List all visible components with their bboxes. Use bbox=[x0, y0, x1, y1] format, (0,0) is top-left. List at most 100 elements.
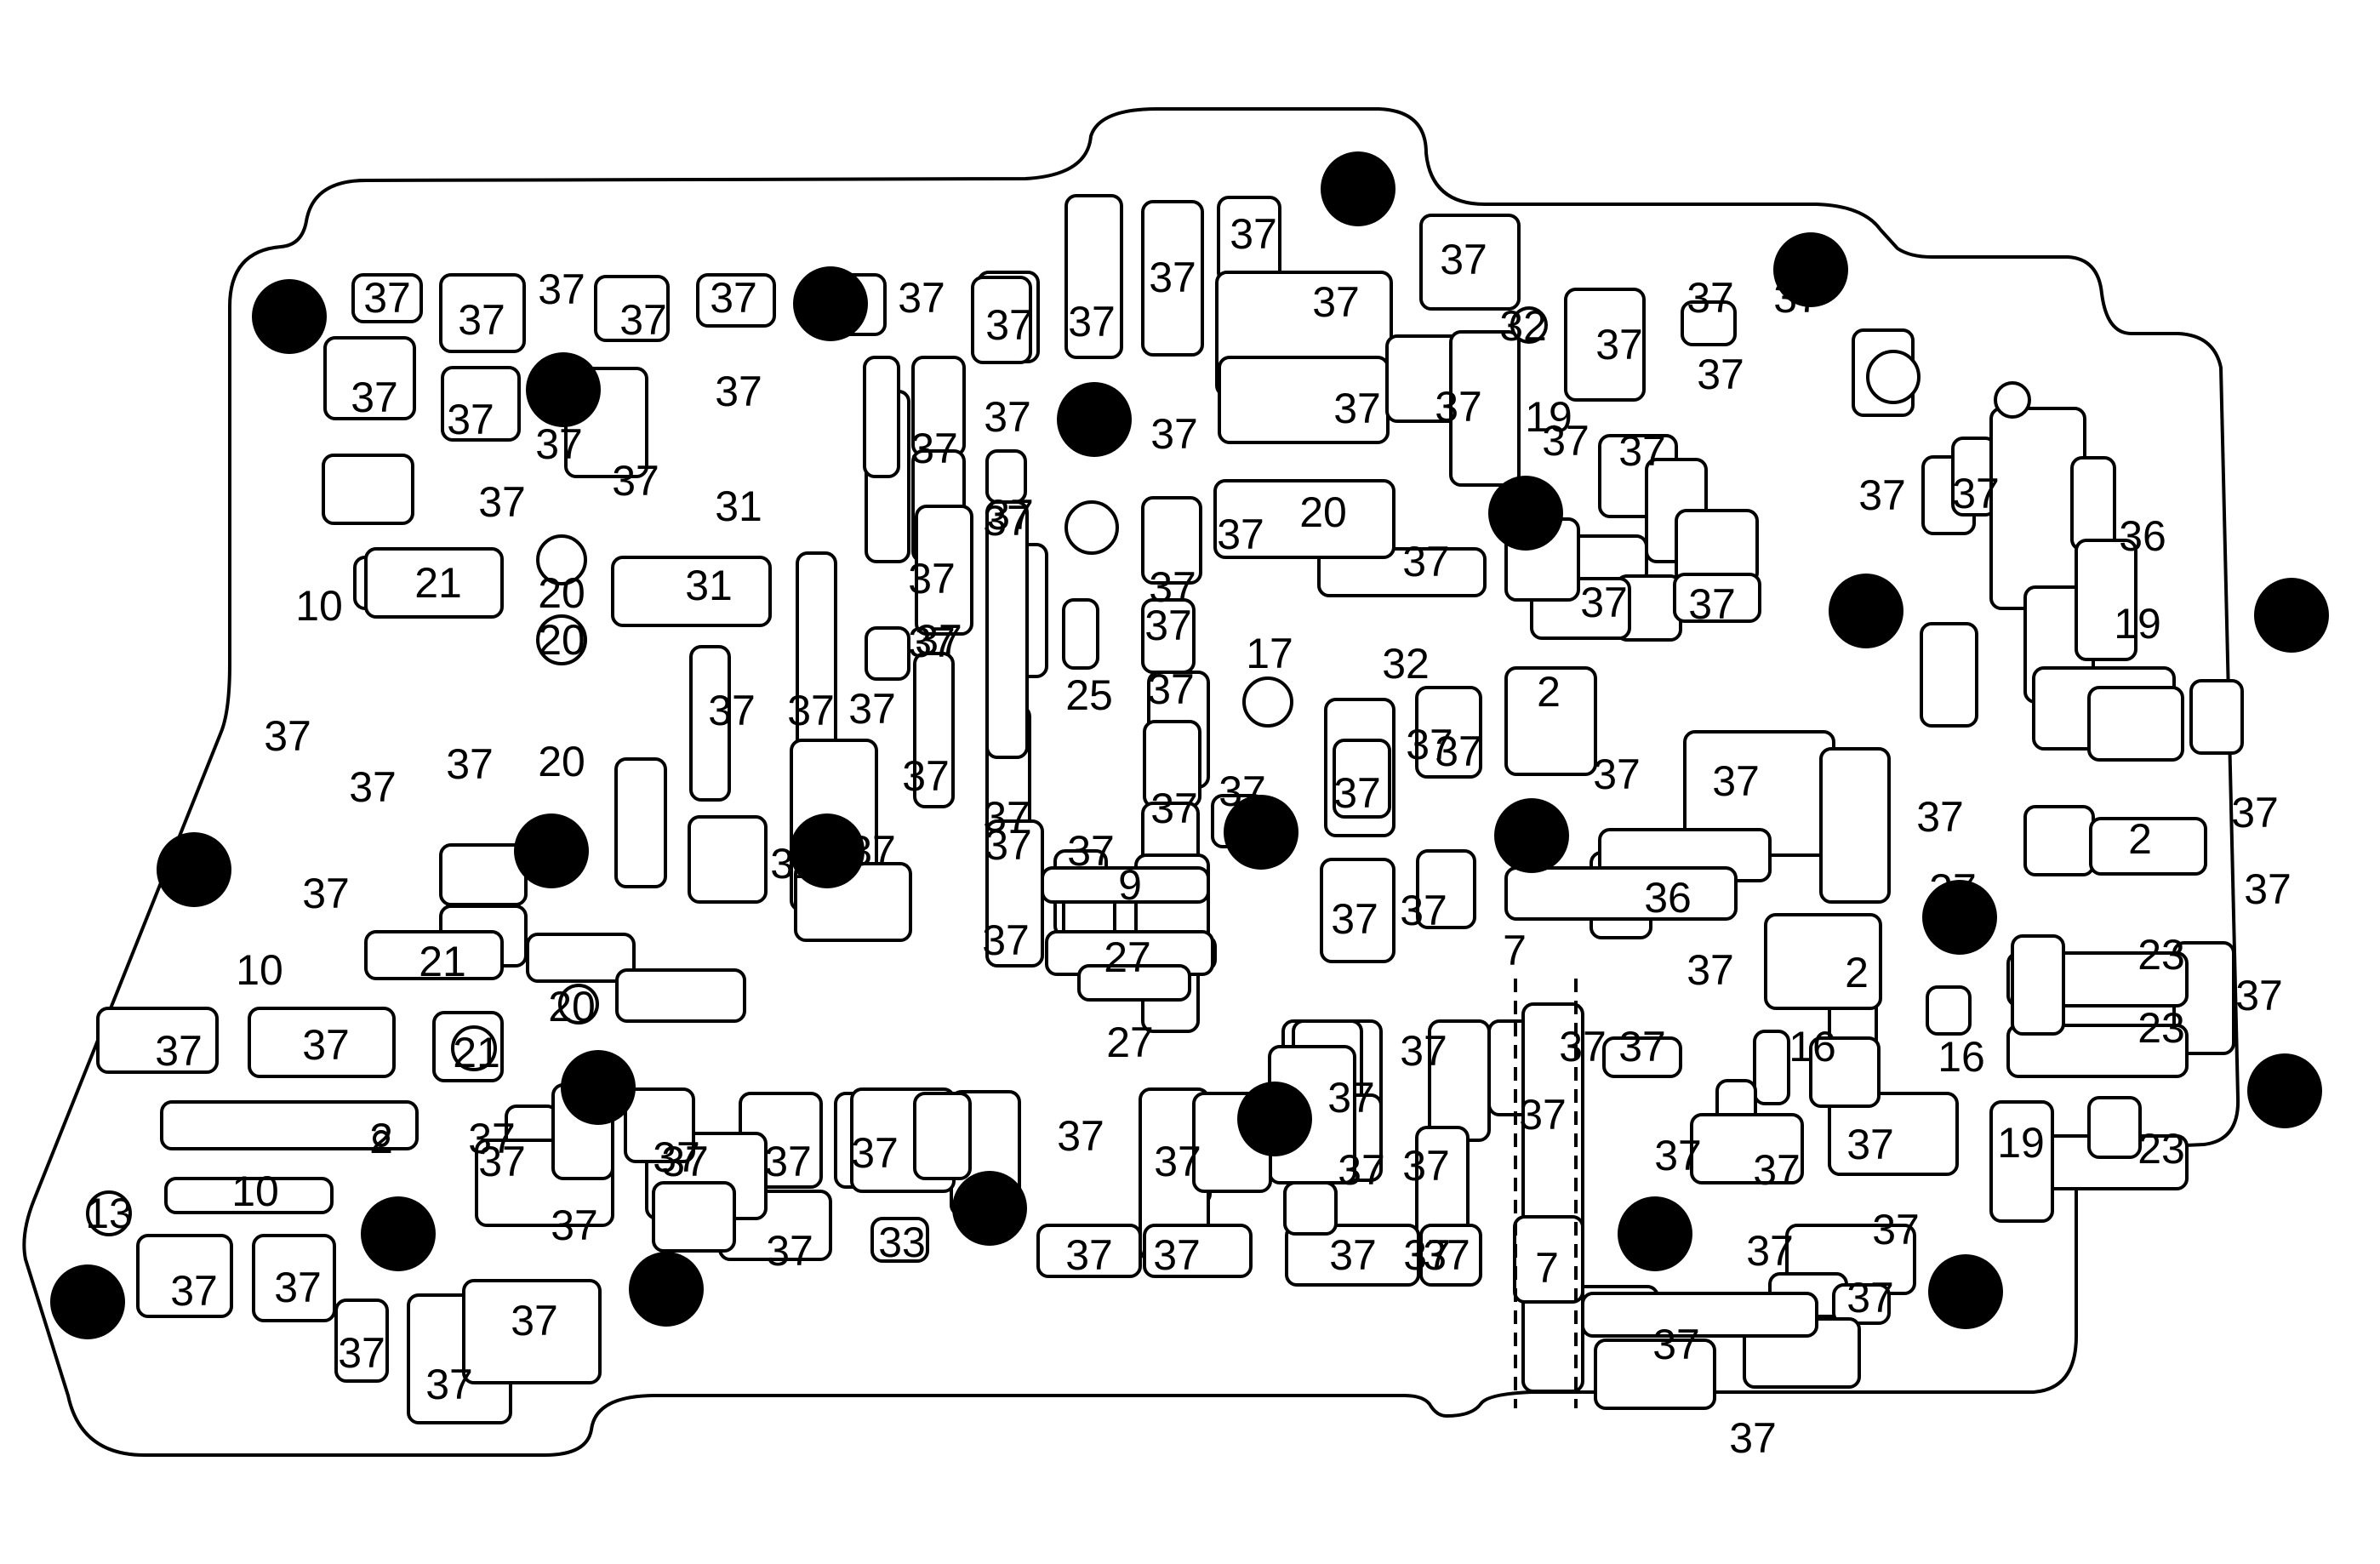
passage-outline bbox=[1064, 194, 1123, 359]
passage-label: 37 bbox=[1435, 728, 1482, 775]
bolt-hole bbox=[252, 279, 327, 354]
passage-label: 37 bbox=[1519, 1091, 1567, 1139]
passage-outline bbox=[870, 1217, 929, 1263]
passage-label: 37 bbox=[710, 274, 757, 322]
passage-label: 37 bbox=[985, 301, 1033, 349]
passage-outline bbox=[252, 1234, 336, 1322]
passage-label: 37 bbox=[1697, 351, 1744, 398]
passage-outline bbox=[614, 757, 667, 888]
passage-outline bbox=[323, 336, 416, 420]
bolt-hole bbox=[526, 352, 601, 427]
passage-label: 37 bbox=[2244, 865, 2292, 913]
passage-label: 37 bbox=[915, 616, 962, 664]
passage-label: 37 bbox=[1753, 1146, 1801, 1194]
passage-label: 37 bbox=[985, 821, 1032, 869]
passage-label: 20 bbox=[548, 983, 596, 1030]
passage-outline bbox=[364, 930, 504, 980]
passage-outline bbox=[624, 1087, 695, 1163]
passage-outline bbox=[1141, 496, 1202, 585]
bolt-hole bbox=[50, 1264, 125, 1339]
passage-label: 37 bbox=[1652, 1321, 1700, 1368]
passage-label: 37 bbox=[661, 1138, 709, 1185]
passage-label: 16 bbox=[1789, 1023, 1836, 1070]
open-hole bbox=[536, 534, 587, 585]
passage-label: 37 bbox=[1872, 1206, 1920, 1253]
passage-label: 23 bbox=[2137, 931, 2185, 979]
passage-label: 37 bbox=[983, 497, 1030, 545]
passage-label: 37 bbox=[468, 1115, 516, 1162]
bolt-hole bbox=[793, 266, 868, 341]
passage-outline bbox=[526, 933, 636, 983]
passage-label: 37 bbox=[351, 374, 398, 421]
passage-label: 32 bbox=[1499, 302, 1547, 350]
bolt-hole bbox=[561, 1050, 636, 1125]
passage-label: 37 bbox=[1150, 410, 1198, 458]
passage-label: 27 bbox=[1106, 1019, 1154, 1066]
passage-label: 37 bbox=[983, 793, 1030, 841]
passage-label: 37 bbox=[908, 555, 956, 602]
passage-label: 21 bbox=[453, 1029, 500, 1076]
passage-outline bbox=[2087, 1096, 2142, 1159]
passage-label: 10 bbox=[236, 946, 283, 994]
passage-outline bbox=[2189, 679, 2244, 755]
passage-outline bbox=[1675, 509, 1759, 585]
passage-outline bbox=[439, 843, 528, 906]
passage-label: 37 bbox=[538, 265, 585, 313]
bolt-hole bbox=[1618, 1196, 1692, 1271]
bolt-hole bbox=[1488, 476, 1563, 551]
passage-outlines bbox=[96, 194, 2244, 1424]
passage-label: 37 bbox=[848, 827, 896, 875]
passage-outline bbox=[863, 356, 900, 478]
passage-label: 2 bbox=[1845, 949, 1869, 996]
open-hole bbox=[536, 614, 587, 665]
passage-label: 37 bbox=[1153, 1231, 1201, 1279]
passage-label: 16 bbox=[1938, 1033, 1985, 1081]
passage-label: 37 bbox=[302, 1021, 350, 1069]
passage-label: 37 bbox=[1593, 751, 1641, 798]
open-hole bbox=[86, 1190, 132, 1236]
passage-label: 37 bbox=[1687, 274, 1734, 322]
passage-outline bbox=[1320, 858, 1395, 963]
passage-outline bbox=[1504, 866, 1738, 921]
passage-outline bbox=[1283, 1181, 1338, 1236]
passage-label: 37 bbox=[1929, 865, 1977, 913]
passage-outline bbox=[1602, 1036, 1682, 1078]
passage-label: 37 bbox=[1057, 1112, 1104, 1160]
passage-label: 37 bbox=[851, 1129, 899, 1177]
passage-outline bbox=[1920, 622, 1978, 728]
passage-outline bbox=[1926, 985, 1972, 1036]
passage-label: 37 bbox=[1217, 511, 1264, 558]
passage-label: 23 bbox=[2137, 1125, 2185, 1173]
bolt-hole bbox=[1321, 151, 1395, 226]
bolt-hole bbox=[1829, 574, 1903, 648]
passage-label: 31 bbox=[770, 840, 818, 888]
passage-outline bbox=[1673, 573, 1761, 623]
passage-label: 37 bbox=[1400, 1027, 1447, 1075]
passage-label: 37 bbox=[908, 619, 956, 666]
passage-outline bbox=[160, 1100, 419, 1150]
passage-outline bbox=[1285, 1224, 1420, 1287]
passage-outline bbox=[1809, 1036, 1881, 1108]
bolt-hole bbox=[514, 813, 589, 888]
passage-label: 37 bbox=[1068, 298, 1116, 345]
passage-label: 37 bbox=[1618, 427, 1666, 475]
passage-label: 37 bbox=[1846, 1274, 1894, 1321]
passage-outline bbox=[441, 366, 521, 442]
passage-label: 37 bbox=[1688, 580, 1736, 628]
passage-label: 37 bbox=[511, 1297, 558, 1344]
passage-outline bbox=[913, 1092, 972, 1180]
passage-outline bbox=[96, 1007, 219, 1074]
passage-outline bbox=[2023, 805, 2095, 876]
passage-label: 37 bbox=[910, 425, 958, 472]
passage-label: 23 bbox=[2137, 1004, 2185, 1052]
passage-outline bbox=[1764, 913, 1882, 1010]
passage-label: 37 bbox=[1144, 602, 1192, 649]
passage-label: 9 bbox=[1118, 861, 1142, 909]
passage-label: 37 bbox=[302, 870, 350, 917]
passage-outline bbox=[164, 1177, 334, 1214]
open-hole bbox=[451, 1025, 497, 1071]
passage-label: 37 bbox=[1595, 321, 1643, 368]
open-hole bbox=[1866, 350, 1921, 404]
passage-label: 37 bbox=[1406, 721, 1453, 768]
